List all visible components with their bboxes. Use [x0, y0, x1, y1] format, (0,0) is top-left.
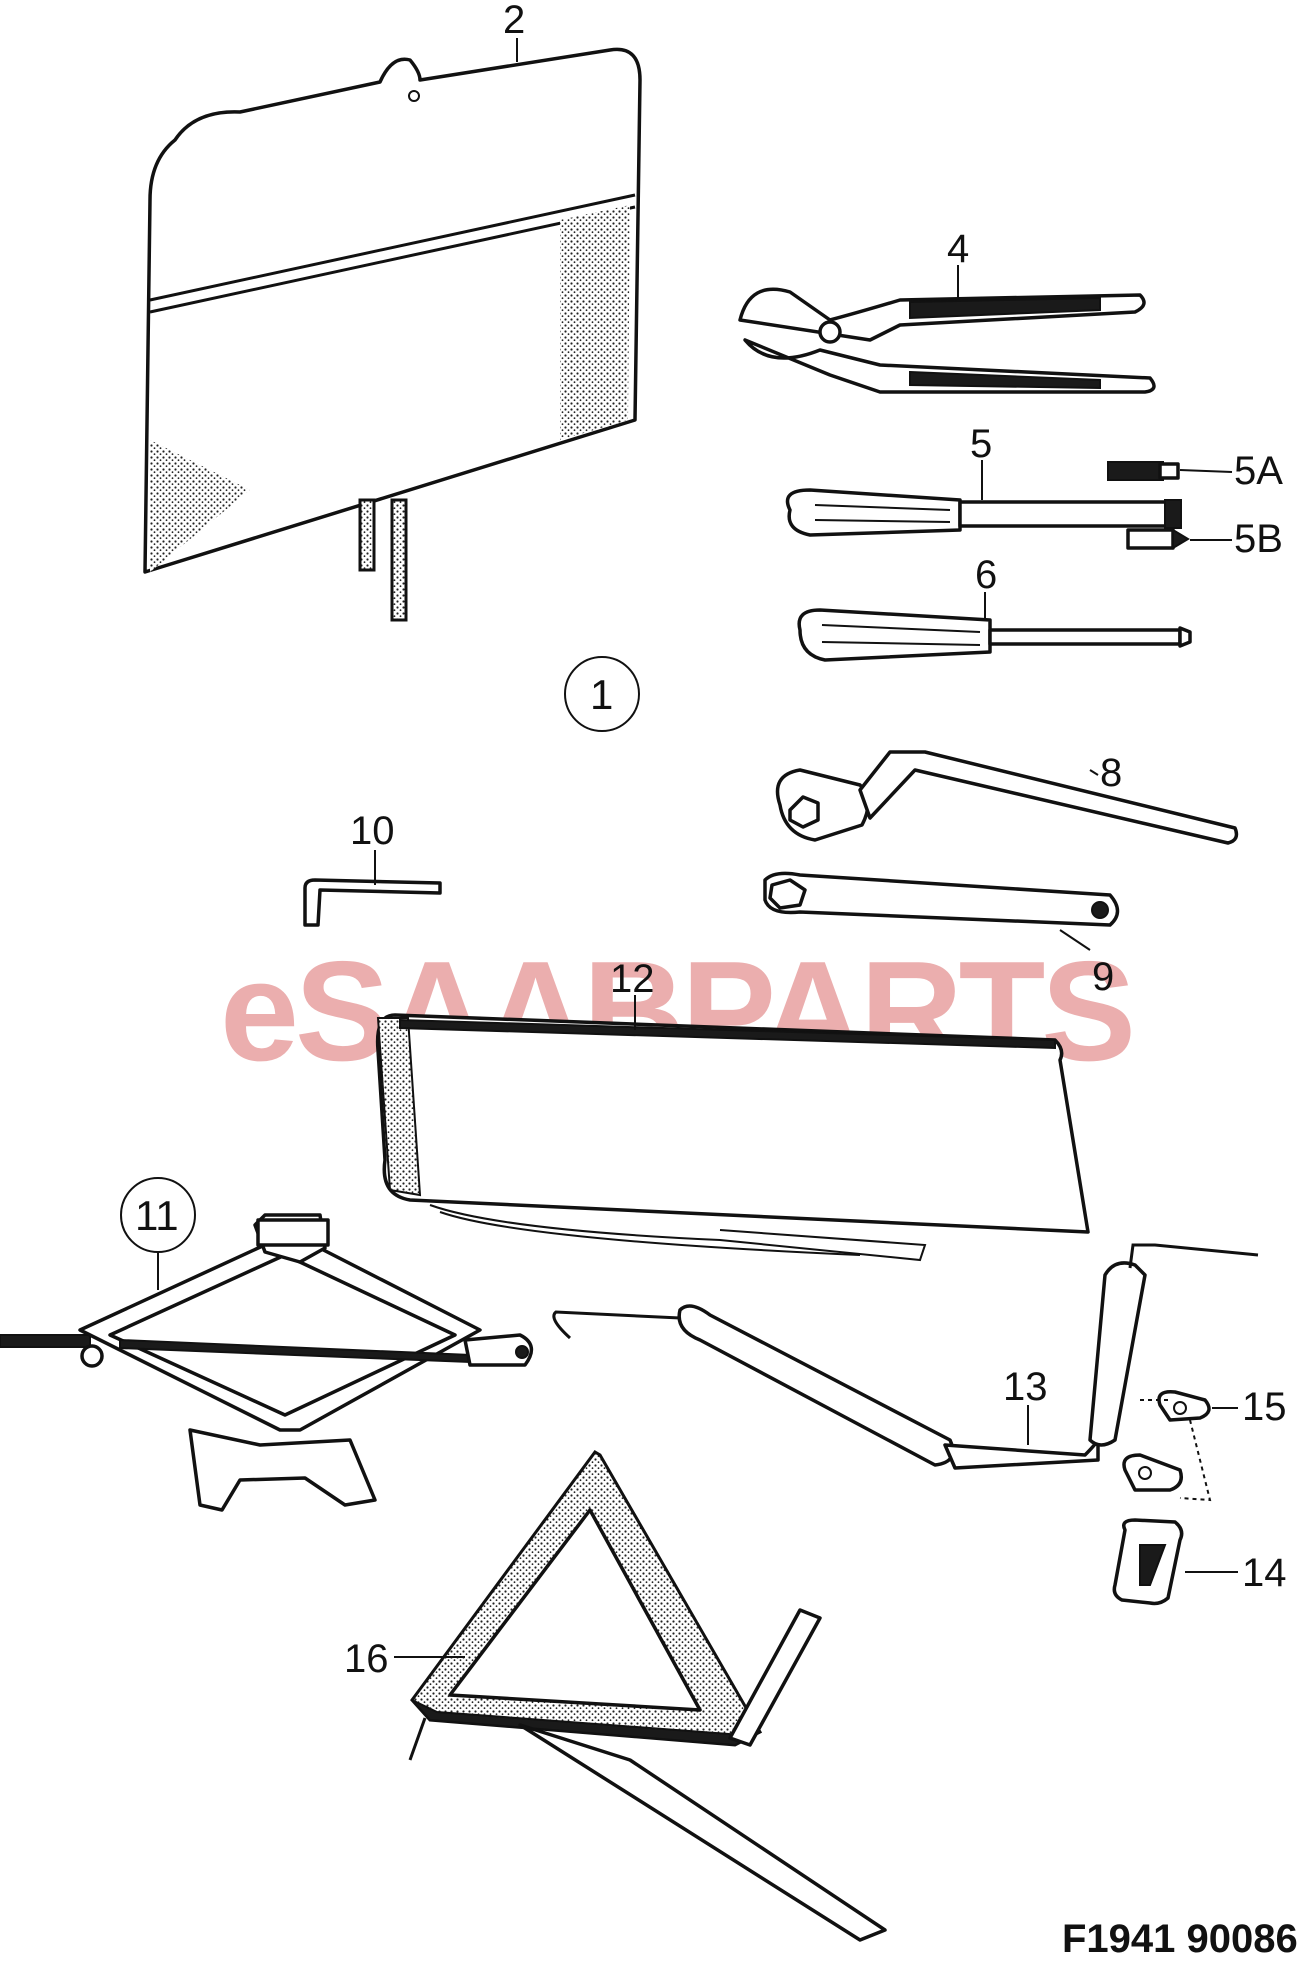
- hex-key-part-10: [303, 878, 442, 927]
- callout-5: 5: [970, 422, 992, 466]
- jack-handle-part-13: [552, 1243, 1259, 1470]
- bit-part-5b: [1126, 528, 1190, 550]
- callout-11: 11: [135, 1192, 179, 1239]
- callout-14: 14: [1242, 1551, 1287, 1595]
- plate-part-14: [1112, 1518, 1184, 1606]
- callout-5a: 5A: [1234, 449, 1283, 493]
- leader-lines: [157, 38, 1238, 1658]
- clip-part-15: [1122, 1390, 1212, 1502]
- callout-8: 8: [1100, 751, 1122, 795]
- callout-1: 1: [590, 671, 613, 718]
- screwdriver-part-5: [785, 488, 1182, 537]
- callout-12: 12: [610, 957, 655, 1001]
- callout-15: 15: [1242, 1385, 1287, 1429]
- callout-6: 6: [975, 553, 997, 597]
- callout-5b: 5B: [1234, 517, 1283, 561]
- callout-circle-1: [564, 656, 640, 732]
- bit-part-5a: [1107, 461, 1180, 481]
- tool-pouch-part-12: [375, 1013, 1090, 1262]
- callout-9: 9: [1092, 955, 1114, 999]
- screwdriver-part-6: [797, 608, 1192, 662]
- callout-2: 2: [503, 0, 525, 42]
- callout-4: 4: [947, 227, 969, 271]
- figure-code: F1941 90086: [1062, 1917, 1298, 1961]
- lug-wrench-part-8: [775, 750, 1239, 845]
- tool-bag-part-2: [143, 47, 642, 622]
- scissor-jack-part-11: [0, 1177, 534, 1512]
- spanner-part-9: [763, 871, 1120, 927]
- callout-10: 10: [350, 809, 395, 853]
- callout-16: 16: [344, 1637, 389, 1681]
- callout-13: 13: [1003, 1365, 1048, 1409]
- callouts: 2 4 5 5A 5B 6 1 8 10 9 12 11 13 15 14 16: [135, 0, 1287, 1681]
- pliers-part-4: [738, 287, 1156, 394]
- warning-triangle-part-16: [408, 1450, 887, 1942]
